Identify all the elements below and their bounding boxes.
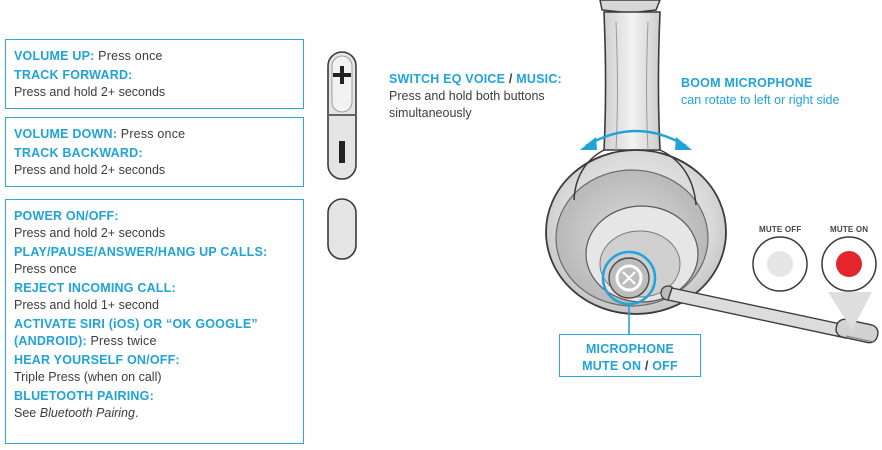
yoke-right xyxy=(659,149,697,206)
boom-mic-text: can rotate to left or right side xyxy=(681,93,840,107)
volume-down-heading: VOLUME DOWN: Press once xyxy=(14,127,186,141)
boom-mic-tip xyxy=(835,318,879,344)
mic-mute-box: MICROPHONE MUTE ON / OFF xyxy=(559,334,701,377)
jlab-logo-mark xyxy=(622,271,636,285)
rotation-arrowhead-left xyxy=(580,137,597,150)
volume-down-box: VOLUME DOWN: Press once TRACK BACKWARD: … xyxy=(5,117,304,187)
switch-eq-heading: SWITCH EQ VOICE / MUSIC: xyxy=(389,72,562,86)
siri-text: Press twice xyxy=(90,334,157,348)
mic-mute-line1: MICROPHONE xyxy=(585,342,675,356)
mute-on-label: MUTE ON xyxy=(830,225,869,234)
mic-mute-line2: MUTE ON / OFF xyxy=(582,359,678,373)
hear-yourself-heading: HEAR YOURSELF ON/OFF: xyxy=(14,353,180,367)
volume-up-text: Press once xyxy=(98,49,163,63)
jlab-logo-icon xyxy=(615,264,643,292)
slider-line-left xyxy=(615,21,618,151)
track-backward-text: Press and hold 2+ seconds xyxy=(14,163,166,177)
minus-icon[interactable] xyxy=(339,141,345,163)
play-pause-text: Press once xyxy=(14,262,77,276)
mute-indicator-pointer xyxy=(828,292,872,330)
play-pause-heading: PLAY/PAUSE/ANSWER/HANG UP CALLS: xyxy=(14,245,268,259)
boom-tip-groove xyxy=(845,335,875,343)
track-backward-heading: TRACK BACKWARD: xyxy=(14,146,143,160)
boom-arm xyxy=(667,287,851,339)
track-forward-heading: TRACK FORWARD: xyxy=(14,68,133,82)
mute-off-light xyxy=(767,251,793,277)
bluetooth-pairing-heading: BLUETOOTH PAIRING: xyxy=(14,389,154,403)
siri-heading-line2: (ANDROID): Press twice xyxy=(14,334,157,348)
headband-slider xyxy=(603,11,661,151)
plus-icon-stem xyxy=(340,66,344,84)
rotation-arrowhead-right xyxy=(675,137,692,150)
power-heading: POWER ON/OFF: xyxy=(14,209,119,223)
boom-mic-heading: BOOM MICROPHONE xyxy=(681,76,813,90)
headband-top xyxy=(599,0,661,14)
reject-call-text: Press and hold 1+ second xyxy=(14,298,159,312)
switch-eq-text-line2: simultaneously xyxy=(389,106,472,120)
power-box: POWER ON/OFF: Press and hold 2+ seconds … xyxy=(5,199,304,444)
bluetooth-pairing-text: See Bluetooth Pairing. xyxy=(14,406,139,420)
boom-mic-label: BOOM MICROPHONE can rotate to left or ri… xyxy=(681,76,839,108)
switch-eq-label: SWITCH EQ VOICE / MUSIC: Press and hold … xyxy=(389,72,562,121)
rotation-arrow xyxy=(585,129,687,148)
reject-call-heading: REJECT INCOMING CALL: xyxy=(14,281,176,295)
power-text: Press and hold 2+ seconds xyxy=(14,226,166,240)
volume-up-heading: VOLUME UP: Press once xyxy=(14,49,163,63)
volume-up-box: VOLUME UP: Press once TRACK FORWARD: Pre… xyxy=(5,39,304,109)
mute-on-light xyxy=(836,251,862,277)
siri-heading: ACTIVATE SIRI (iOS) OR “OK GOOGLE” xyxy=(14,317,258,331)
hear-yourself-text: Triple Press (when on call) xyxy=(14,370,162,384)
yoke-left xyxy=(573,149,605,201)
volume-down-text: Press once xyxy=(120,127,186,141)
mute-off-label: MUTE OFF xyxy=(759,225,802,234)
switch-eq-text-line1: Press and hold both buttons xyxy=(389,89,545,103)
track-forward-text: Press and hold 2+ seconds xyxy=(14,85,166,99)
multifunction-button[interactable] xyxy=(327,198,357,260)
slider-line-right xyxy=(646,21,649,151)
